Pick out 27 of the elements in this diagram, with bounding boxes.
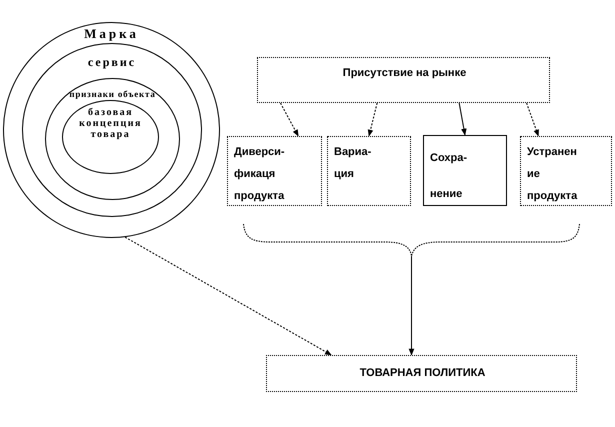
ring-ellipse	[45, 78, 180, 200]
process-box	[520, 136, 612, 206]
process-box	[423, 135, 507, 206]
ring-ellipse	[22, 43, 202, 217]
curly-brace	[243, 222, 580, 256]
box-label: Устранен ие продукта	[527, 145, 578, 204]
ring-ellipse	[3, 22, 220, 238]
arrow	[408, 256, 414, 356]
box-label: Присутствие на рынке	[342, 66, 468, 81]
process-box	[227, 136, 322, 206]
ring-label: Марка	[83, 26, 140, 42]
box-label: ТОВАРНАЯ ПОЛИТИКА	[358, 366, 486, 381]
ring-label: базовая концепция товара	[78, 107, 143, 140]
arrow	[368, 102, 378, 137]
arrow	[526, 102, 539, 137]
arrow	[280, 102, 299, 137]
process-box	[257, 57, 550, 103]
ring-label: сервис	[86, 55, 138, 69]
arrow	[124, 236, 332, 356]
box-label: Вариа- ция	[334, 145, 372, 182]
ring-ellipse	[62, 100, 159, 174]
ring-label: признаки объекта	[68, 89, 157, 100]
box-label: Диверси- фикаця продукта	[234, 145, 286, 204]
process-box	[266, 355, 577, 392]
box-label: Сохра- нение	[430, 151, 468, 202]
process-box	[327, 136, 411, 206]
arrow	[458, 102, 467, 136]
